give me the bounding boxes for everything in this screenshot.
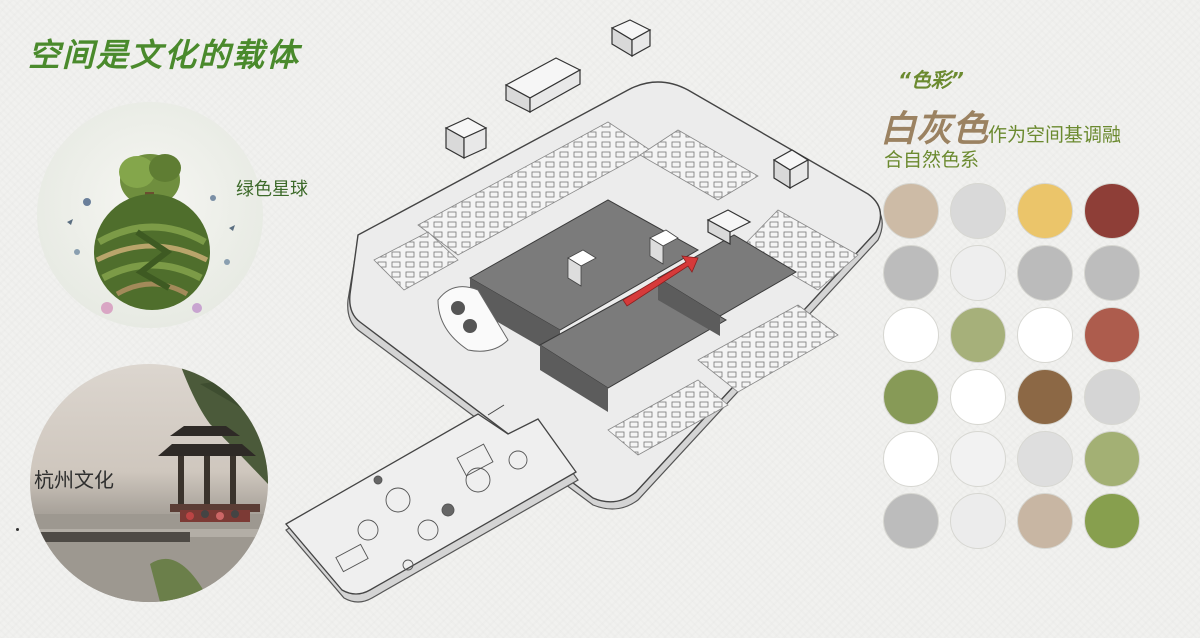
color-swatch — [1017, 307, 1073, 363]
color-swatch — [883, 431, 939, 487]
color-swatch — [1017, 431, 1073, 487]
hangzhou-caption: 杭州文化 — [34, 468, 114, 492]
palette-subtitle: 白灰色作为空间基调融 — [880, 100, 1121, 152]
floor-plan-drawing — [284, 19, 883, 603]
color-swatch — [950, 183, 1006, 239]
color-swatch — [883, 369, 939, 425]
color-swatch — [950, 307, 1006, 363]
color-swatch — [1084, 183, 1140, 239]
color-swatch — [1084, 307, 1140, 363]
color-swatch — [883, 183, 939, 239]
color-swatch — [950, 369, 1006, 425]
color-swatch — [950, 431, 1006, 487]
color-swatch — [1017, 369, 1073, 425]
color-swatch — [950, 493, 1006, 549]
axonometric-floor-plan — [278, 10, 904, 628]
pavilion-illustration — [30, 364, 268, 602]
color-swatch — [1084, 369, 1140, 425]
color-swatch — [1084, 493, 1140, 549]
color-swatch — [1017, 493, 1073, 549]
planet-illustration — [67, 154, 235, 314]
color-swatch — [1017, 183, 1073, 239]
palette-title: “色彩” — [898, 68, 964, 92]
color-swatch — [1084, 245, 1140, 301]
color-swatch — [883, 307, 939, 363]
color-swatch — [1017, 245, 1073, 301]
palette-subtitle-rest: 作为空间基调融 — [988, 124, 1122, 146]
green-planet-image — [37, 102, 263, 328]
palette-subtitle-line2: 合自然色系 — [884, 149, 980, 171]
palette-subtitle-emphasis: 白灰色 — [880, 109, 989, 150]
planet-caption: 绿色星球 — [236, 179, 308, 200]
color-swatch — [950, 245, 1006, 301]
color-swatch — [883, 493, 939, 549]
color-swatch — [1084, 431, 1140, 487]
stray-dot — [16, 528, 19, 531]
color-swatch-grid — [883, 183, 1142, 549]
color-swatch — [883, 245, 939, 301]
page-title: 空间是文化的载体 — [28, 36, 301, 74]
hangzhou-image — [30, 364, 268, 602]
